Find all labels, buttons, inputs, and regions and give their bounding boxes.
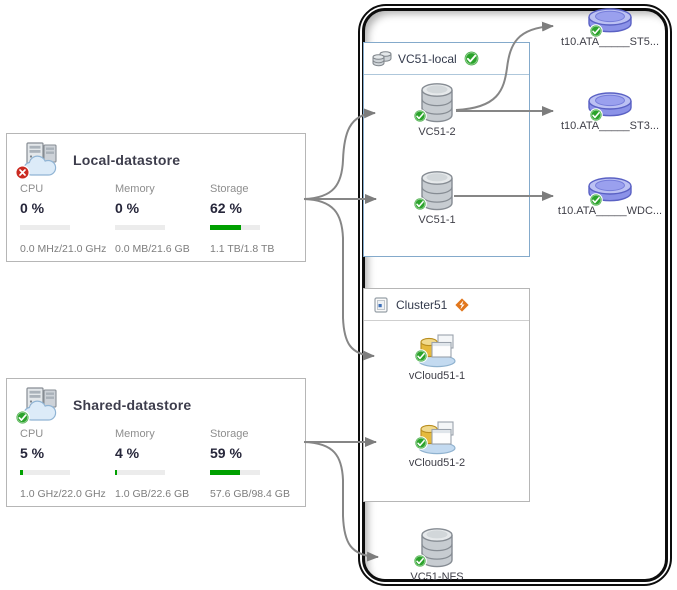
- cpu-metric: CPU 5 % 1.0 GHz/22.0 GHz: [20, 428, 115, 502]
- panel-title: Shared-datastore: [73, 397, 192, 413]
- usage-bar: [20, 225, 70, 230]
- green-check-badge: [413, 197, 427, 211]
- metric-value: 62 %: [210, 200, 242, 216]
- metric-detail: 0.0 MB/21.6 GB: [115, 243, 190, 255]
- metric-label: Storage: [210, 183, 249, 195]
- metric-detail: 57.6 GB/98.4 GB: [210, 488, 290, 500]
- metric-detail: 1.0 GB/22.6 GB: [115, 488, 190, 500]
- node-label: vCloud51-2: [408, 457, 466, 469]
- node-disk-st5[interactable]: t10.ATA_____ST5...: [545, 6, 675, 48]
- green-check-badge: [463, 50, 480, 67]
- cluster-icon: [372, 296, 390, 314]
- group-label: VC51-local: [398, 51, 457, 66]
- metric-detail: 0.0 MHz/21.0 GHz: [20, 243, 107, 255]
- node-label: vCloud51-1: [408, 370, 466, 382]
- metric-value: 5 %: [20, 445, 45, 461]
- cpu-metric: CPU 0 % 0.0 MHz/21.0 GHz: [20, 183, 115, 257]
- metric-value: 59 %: [210, 445, 242, 461]
- orange-alert-diamond: [453, 296, 471, 314]
- red-x-badge: [15, 165, 30, 180]
- memory-metric: Memory 4 % 1.0 GB/22.6 GB: [115, 428, 210, 502]
- green-check-badge: [589, 108, 603, 122]
- node-label: t10.ATA_____ST3...: [560, 120, 660, 132]
- metric-value: 4 %: [115, 445, 140, 461]
- green-check-badge: [589, 193, 603, 207]
- green-check-badge: [413, 109, 427, 123]
- green-check-badge: [414, 436, 428, 450]
- datastore-cylinder-icon: [419, 527, 455, 569]
- node-vc51-1[interactable]: VC51-1: [392, 170, 482, 226]
- metric-detail: 1.0 GHz/22.0 GHz: [20, 488, 106, 500]
- node-label: VC51-1: [418, 214, 456, 226]
- green-check-badge: [589, 24, 603, 38]
- metric-label: CPU: [20, 428, 44, 440]
- scsi-disk-icon: [586, 175, 634, 203]
- node-vcloud51-1[interactable]: vCloud51-1: [392, 330, 482, 382]
- group-header: Cluster51: [364, 289, 529, 321]
- metric-detail: 1.1 TB/1.8 TB: [210, 243, 275, 255]
- node-label: t10.ATA_____ST5...: [560, 36, 660, 48]
- metrics-row: CPU 0 % 0.0 MHz/21.0 GHz Memory 0 % 0.0 …: [7, 179, 305, 257]
- node-label: VC51-2: [418, 126, 456, 138]
- vcloud-vm-icon: [415, 417, 459, 455]
- metric-label: Memory: [115, 183, 155, 195]
- panel-header: Shared-datastore: [7, 379, 305, 424]
- vcloud-vm-icon: [415, 330, 459, 368]
- metric-label: CPU: [20, 183, 44, 195]
- panel-header: Local-datastore: [7, 134, 305, 179]
- panel-title: Local-datastore: [73, 152, 181, 168]
- green-check-badge: [414, 349, 428, 363]
- storage-pod-icon: [372, 49, 392, 68]
- node-vc51-nfs[interactable]: VC51-NFS: [392, 527, 482, 583]
- usage-bar: [115, 470, 165, 475]
- metric-label: Memory: [115, 428, 155, 440]
- node-vcloud51-2[interactable]: vCloud51-2: [392, 417, 482, 469]
- group-cluster51[interactable]: Cluster51: [363, 288, 530, 502]
- metrics-row: CPU 5 % 1.0 GHz/22.0 GHz Memory 4 % 1.0 …: [7, 424, 305, 502]
- green-check-badge: [413, 554, 427, 568]
- shared-datastore-panel[interactable]: Shared-datastore CPU 5 % 1.0 GHz/22.0 GH…: [6, 378, 306, 507]
- host-cloud-icon: [19, 386, 63, 424]
- group-label: Cluster51: [396, 297, 448, 312]
- node-label: t10.ATA_____WDC...: [557, 205, 663, 217]
- datastore-cylinder-icon: [419, 170, 455, 212]
- node-disk-wdc[interactable]: t10.ATA_____WDC...: [545, 175, 675, 217]
- group-header: VC51-local: [364, 43, 529, 75]
- node-label: VC51-NFS: [410, 571, 464, 583]
- usage-bar: [20, 470, 70, 475]
- node-vc51-2[interactable]: VC51-2: [392, 82, 482, 138]
- storage-metric: Storage 59 % 57.6 GB/98.4 GB: [210, 428, 305, 502]
- usage-bar: [210, 470, 260, 475]
- green-check-badge: [15, 410, 30, 425]
- metric-value: 0 %: [115, 200, 140, 216]
- scsi-disk-icon: [586, 6, 634, 34]
- storage-metric: Storage 62 % 1.1 TB/1.8 TB: [210, 183, 305, 257]
- usage-bar: [115, 225, 165, 230]
- node-disk-st3[interactable]: t10.ATA_____ST3...: [545, 90, 675, 132]
- local-datastore-panel[interactable]: Local-datastore CPU 0 % 0.0 MHz/21.0 GHz…: [6, 133, 306, 262]
- datastore-cylinder-icon: [419, 82, 455, 124]
- usage-bar: [210, 225, 260, 230]
- scsi-disk-icon: [586, 90, 634, 118]
- metric-value: 0 %: [20, 200, 45, 216]
- metric-label: Storage: [210, 428, 249, 440]
- host-cloud-icon: [19, 141, 63, 179]
- memory-metric: Memory 0 % 0.0 MB/21.6 GB: [115, 183, 210, 257]
